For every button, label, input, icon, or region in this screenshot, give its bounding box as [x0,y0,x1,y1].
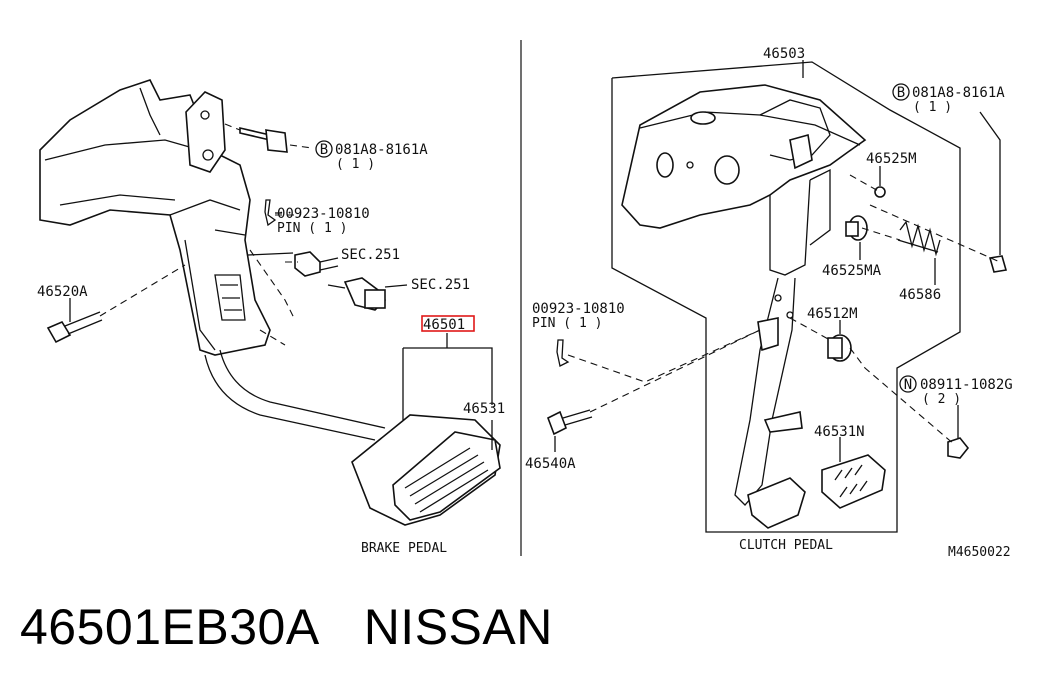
clutch-pedal-diagram: 46503 B 081A8-8161A ( 1 ) 46525M 46525MA… [525,46,1013,560]
brake-bracket-body [39,79,271,356]
part-footer: 46501EB30A NISSAN [20,598,553,656]
clutch-nut-icon [947,437,970,459]
brake-pedal-assy-label: 46501 [423,317,465,333]
brake-pin-icon [264,199,277,227]
part-number: 46501EB30A [20,599,320,655]
brake-left-bolt-label: 46520A [37,284,88,300]
clutch-bolt-code-badge [892,83,910,101]
brake-switch-1-icon [294,251,339,277]
brake-mount-tab [185,91,226,173]
brake-pin-qty: PIN ( 1 ) [277,221,347,236]
clutch-pin-qty: PIN ( 1 ) [532,316,602,331]
clutch-pedal-arm [734,277,796,506]
clutch-bolt-right-icon [988,255,1008,273]
clutch-bolt-code: B [897,85,905,101]
clutch-bushing-icon [845,215,868,241]
clutch-46512m-label: 46512M [807,306,858,322]
brake-pedal-diagram: B 081A8-8161A ( 1 ) 00923-10810 PIN ( 1 … [37,79,505,556]
clutch-pin-ref: 00923-10810 [532,301,625,317]
clutch-pedal-pad [747,477,806,529]
clutch-pad-label: 46531N [814,424,865,440]
clutch-46525ma-label: 46525MA [822,263,882,279]
brake-pad-label: 46531 [463,401,505,417]
clutch-left-bolt-label: 46540A [525,456,576,472]
clutch-pin-icon [556,339,570,367]
brake-bolt-code-badge [315,140,333,158]
clutch-bracket-body [621,84,867,229]
clutch-left-bolt-icon [546,409,593,436]
clutch-bracket-label: 46503 [763,46,805,62]
brand-name: NISSAN [363,599,553,655]
brake-sec-label-1: SEC.251 [341,247,400,263]
clutch-nut-qty: ( 2 ) [922,392,961,407]
highlight-box [421,315,475,332]
brake-left-bolt-icon [46,311,103,344]
clutch-pedal-title: CLUTCH PEDAL [739,538,833,553]
clutch-46525m-label: 46525M [866,151,917,167]
clutch-bumper-icon [827,334,852,362]
brake-switch-2-icon [327,277,387,311]
clutch-bolt-qty: ( 1 ) [913,100,952,115]
clutch-nut-small-icon [874,186,886,198]
clutch-spring-label: 46586 [899,287,941,303]
clutch-spring-icon [897,220,941,257]
clutch-bolt-ref: 081A8-8161A [912,85,1005,101]
clutch-nut-code: N [904,377,912,393]
brake-sec-label-2: SEC.251 [411,277,470,293]
brake-bolt-code: B [320,142,328,158]
clutch-assembly-frame [611,61,961,533]
clutch-nut-ref: 08911-1082G [920,377,1013,393]
brake-pedal-title: BRAKE PEDAL [361,541,447,556]
brake-bolt-ref: 081A8-8161A [335,142,428,158]
brake-bolt-qty: ( 1 ) [336,157,375,172]
brake-pin-ref: 00923-10810 [277,206,370,222]
clutch-nut-code-badge [899,375,917,393]
brake-pedal-arm [204,349,386,441]
drawing-number: M4650022 [948,545,1011,560]
